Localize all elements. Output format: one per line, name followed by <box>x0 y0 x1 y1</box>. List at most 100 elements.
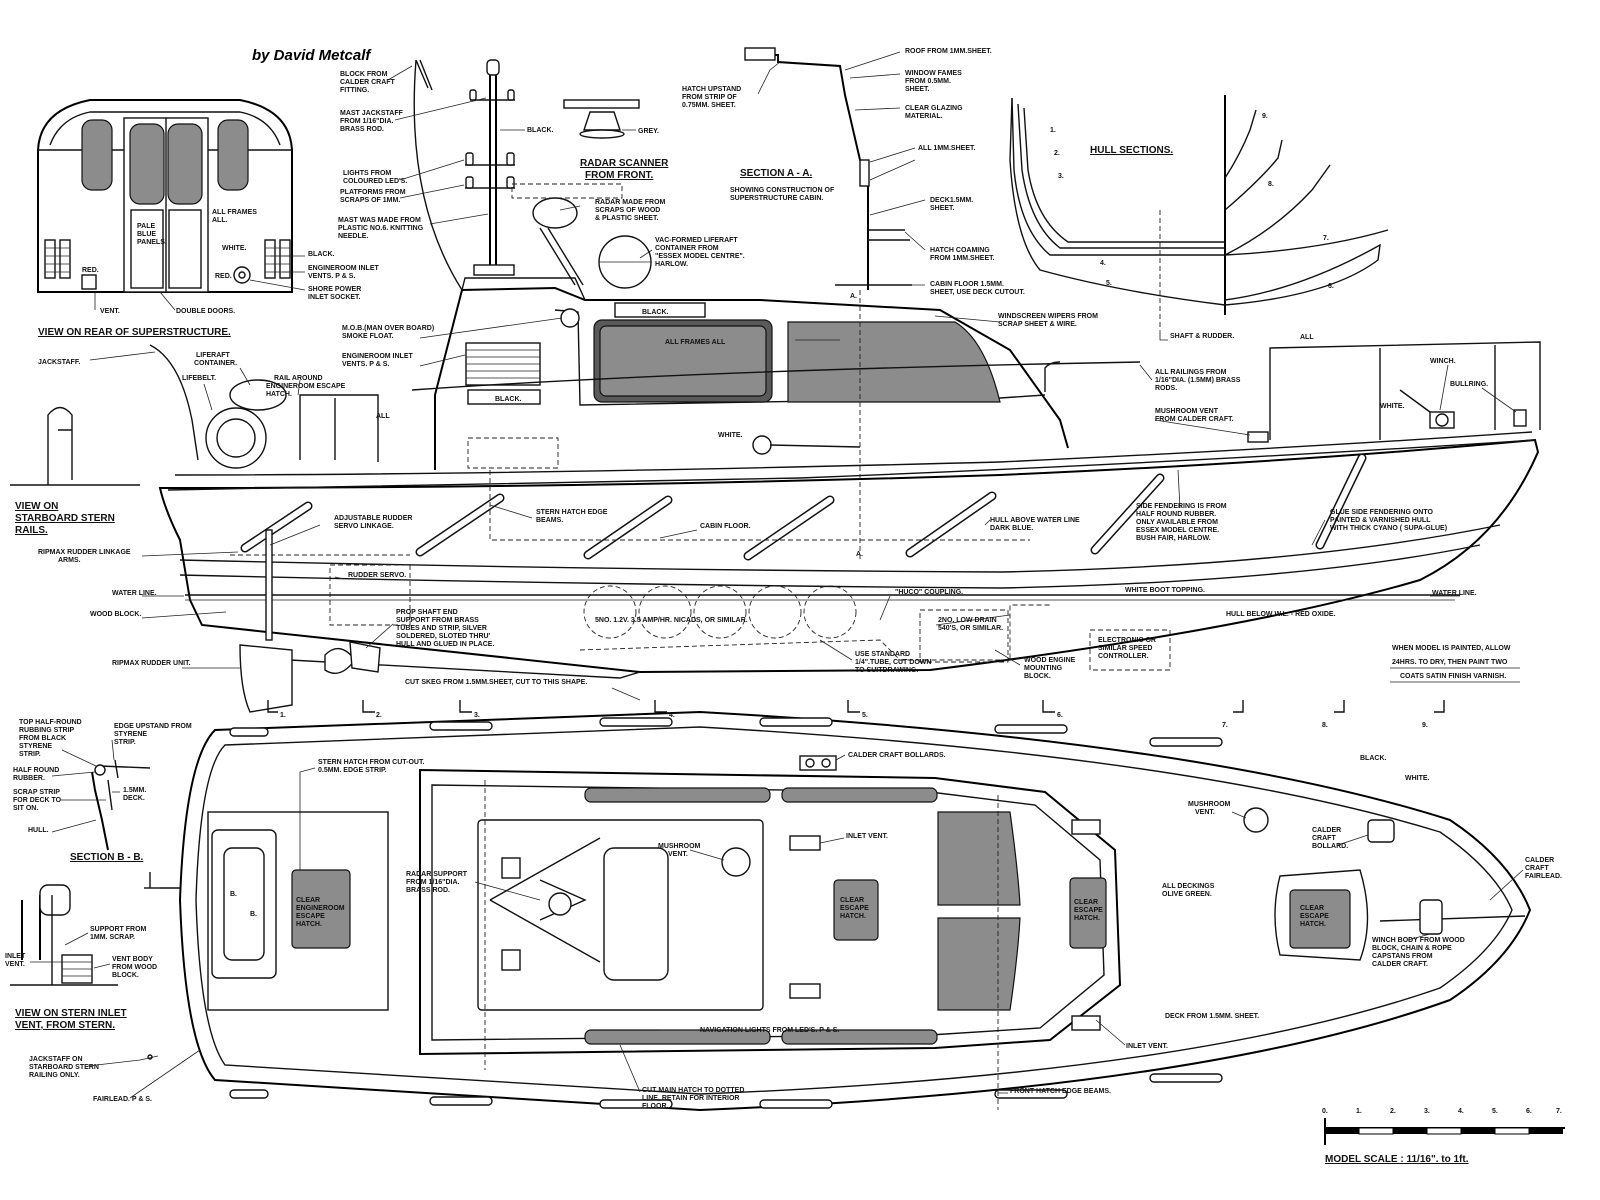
rear-vents-left <box>44 239 71 279</box>
profile-label-tube-3: TO SUITDRAWING. <box>855 667 918 674</box>
hatch-label-bow-2: ESCAPE <box>1300 913 1329 920</box>
engineroom-escape-hatch <box>291 869 351 949</box>
rear-label-white: WHITE. <box>222 245 247 252</box>
plan-label-mushroom-deck-1: MUSHROOM <box>658 843 701 850</box>
bb-label-rubbing-3: FROM BLACK <box>19 735 66 742</box>
rudder <box>239 644 293 713</box>
mast-label-liferaft-4: HARLOW. <box>655 261 688 268</box>
aa-label-deck-1: DECK1.5mm. <box>930 197 973 204</box>
drawing-title: by David Metcalf <box>252 47 372 64</box>
plan-label-front-beams: FRONT HATCH EDGE BEAMS. <box>1010 1088 1111 1095</box>
bb-label-half-2: RUBBER. <box>13 775 45 782</box>
plan-label-main-hatch-3: FLOOR. <box>642 1103 668 1110</box>
profile-label-wipers-2: SCRAP SHEET & WIRE. <box>998 321 1077 328</box>
plan-label-mushroom-bow-2: VENT. <box>1195 809 1215 816</box>
profile-label-fender-2: HALF ROUND RUBBER. <box>1136 511 1216 518</box>
section-aa-title: SECTION A - A. <box>740 168 812 179</box>
profile-label-mob-1: M.O.B.(MAN OVER BOARD) <box>342 325 434 332</box>
rear-view-title: VIEW ON REAR OF SUPERSTRUCTURE. <box>38 327 231 338</box>
mushroom-vent-deck <box>721 847 751 877</box>
hatch-label-stern-1: CLEAR <box>296 897 320 904</box>
profile-label-railings-3: RODS. <box>1155 385 1177 392</box>
scale-tick-5: 5. <box>1492 1108 1498 1115</box>
mast-label-block-1: BLOCK FROM <box>340 71 388 78</box>
rear-label-engineroom-1: ENGINEROOM INLET <box>308 265 380 272</box>
station-4: 4. <box>669 712 675 719</box>
rear-label-double-doors: DOUBLE DOORS. <box>176 308 235 315</box>
profile-label-white: WHITE. <box>718 432 743 439</box>
scale-bar: 0. 1. 2. 3. 4. 5. 6. 7. MODEL SCALE : 11… <box>1322 1108 1565 1165</box>
aa-label-floor-1: CABIN FLOOR 1.5mm. <box>930 281 1004 288</box>
mast-label-lights-1: LIGHTS FROM <box>343 170 391 177</box>
profile-label-fender-5: BUSH FAIR, HARLOW. <box>1136 535 1211 542</box>
plan-label-radar-support-3: BRASS ROD. <box>406 887 450 894</box>
radar-scanner-front <box>563 99 640 109</box>
station-5: 5. <box>862 712 868 719</box>
section-marker-a-top: A. <box>850 293 857 300</box>
plan-label-black: BLACK. <box>1360 755 1386 762</box>
profile-black-panel <box>467 389 541 405</box>
rear-label-panels: PANELS. <box>137 239 167 246</box>
profile-label-ripmax-1: RIPMAX RUDDER LINKAGE <box>38 549 131 556</box>
profile-label-black-roof: BLACK. <box>642 309 668 316</box>
winch-plan <box>1419 899 1443 935</box>
plan-marker-b-right: B. <box>250 911 257 918</box>
aa-label-glazing-2: MATERIAL. <box>905 113 943 120</box>
plan-label-winch-1: WINCH BODY FROM WOOD <box>1372 937 1465 944</box>
plan-label-inlet-top: INLET VENT. <box>846 833 888 840</box>
rear-label-shore-1: SHORE POWER <box>308 286 361 293</box>
lifebelt <box>205 407 267 469</box>
rear-label-pale: PALE <box>137 223 155 230</box>
profile-label-boot-topping: WHITE BOOT TOPPING. <box>1125 587 1205 594</box>
fwd-escape-hatch <box>1069 877 1107 949</box>
inlet-label-inlet-1: INLET <box>5 953 26 960</box>
hatch-label-stern-3: ESCAPE <box>296 913 325 920</box>
rudder-servo <box>329 564 411 626</box>
mast-label-grey: GREY. <box>638 128 659 135</box>
stern-jackstaff-profile <box>149 344 199 461</box>
plan-label-decking-1: ALL DECKINGS <box>1162 883 1215 890</box>
bb-label-rubbing-1: TOP HALF-ROUND <box>19 719 82 726</box>
mast-label-platforms-1: PLATFORMS FROM <box>340 189 406 196</box>
plan-label-jackstaff-on-3: RAILING ONLY. <box>29 1072 80 1079</box>
mast-label-mast-3: NEEDLE. <box>338 233 368 240</box>
plan-label-stern-hatch-1: STERN HATCH FROM CUT-OUT. <box>318 759 424 766</box>
profile-label-all-frames: ALL FRAMES ALL <box>665 339 726 346</box>
aa-label-deck-2: SHEET. <box>930 205 955 212</box>
profile-label-lifebelt: LIFEBELT. <box>182 375 216 382</box>
mast-label-liferaft-2: CONTAINER FROM <box>655 245 719 252</box>
mast-label-mast-2: PLASTIC No.6. KNITTING <box>338 225 424 232</box>
bb-label-deck-1: 1.5mm. <box>123 787 146 794</box>
section-a-a: SECTION A - A. SHOWING CONSTRUCTION OF S… <box>682 47 1025 296</box>
radar-front-title-1: RADAR SCANNER <box>580 158 669 169</box>
mast-label-radar-3: & PLASTIC SHEET. <box>595 215 658 222</box>
station-8: 8. <box>1322 722 1328 729</box>
profile-label-prop-4: SOLDERED, SLOTED THRU' <box>396 633 491 640</box>
hull-section-6: 6. <box>1328 283 1334 290</box>
profile-label-liferaft-2: CONTAINER. <box>194 360 237 367</box>
model-scale-label: MODEL SCALE : 11/16". to 1ft. <box>1325 1154 1469 1165</box>
plan-label-bollard-1: CALDER <box>1312 827 1341 834</box>
profile-label-esc-2: SIMILAR SPEED <box>1098 645 1152 652</box>
profile-label-hull-below: HULL BELOW W.L. - RED OXIDE. <box>1226 611 1336 618</box>
hatch-label-bow-3: HATCH. <box>1300 921 1326 928</box>
inlet-label-body-1: VENT BODY <box>112 956 153 963</box>
profile-label-fender-1: SIDE FENDERING IS FROM <box>1136 503 1227 510</box>
profile-label-glue-2: PAINTED & VARNISHED HULL <box>1330 517 1431 524</box>
profile-label-inlet-2: VENTS. P & S. <box>342 361 389 368</box>
profile-label-esc-1: ELECTRONIC OR <box>1098 637 1156 644</box>
bb-label-rubbing-4: STYRENE <box>19 743 52 750</box>
profile-label-bullring: BULLRING. <box>1450 381 1488 388</box>
deck-outline <box>178 710 1532 1112</box>
profile-label-railings-1: ALL RAILINGS FROM <box>1155 369 1227 376</box>
plan-label-radar-support-1: RADAR SUPPORT <box>406 871 468 878</box>
profile-label-wood-block: WOOD BLOCK. <box>90 611 141 618</box>
plan-marker-b-left: B. <box>230 891 237 898</box>
mast-label-block-3: FITTING. <box>340 87 369 94</box>
bb-label-scrap-1: SCRAP STRIP <box>13 789 60 796</box>
mast-label-platforms-2: SCRAPS OF 1mm. <box>340 197 400 204</box>
shaft-rudder-label: SHAFT & RUDDER. <box>1170 333 1234 340</box>
bb-label-half-1: HALF ROUND <box>13 767 59 774</box>
profile-label-jackstaff: JACKSTAFF. <box>38 359 80 366</box>
